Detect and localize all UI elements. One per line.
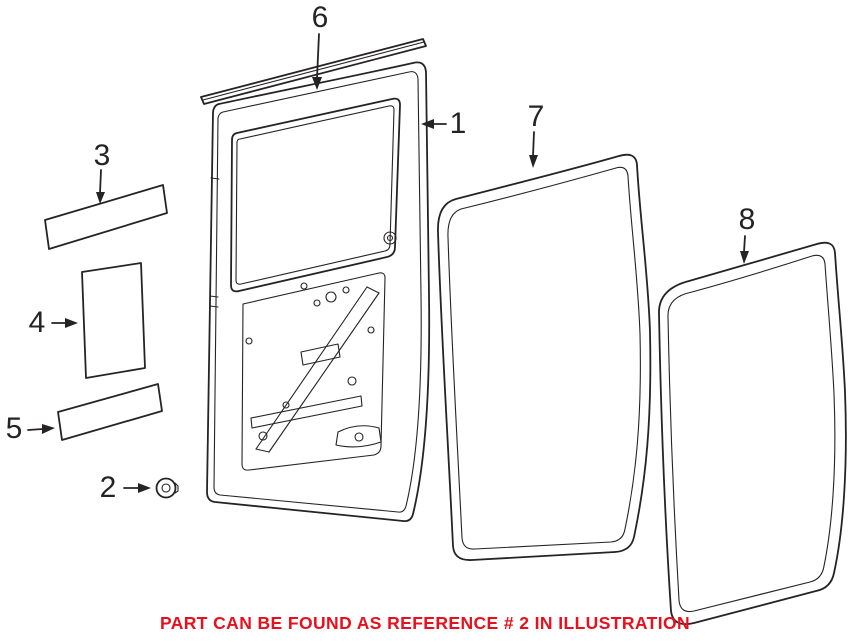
arrow-8 xyxy=(743,235,746,253)
callout-arrows xyxy=(27,33,749,493)
arrowhead-5 xyxy=(42,424,55,434)
reference-note: PART CAN BE FOUND AS REFERENCE # 2 IN IL… xyxy=(159,613,691,633)
arrowhead-2 xyxy=(138,483,151,493)
part-7-weatherstrip-seal xyxy=(437,153,652,561)
arrowhead-7 xyxy=(529,155,538,168)
callout-7: 7 xyxy=(527,100,545,133)
arrowhead-6 xyxy=(312,77,322,90)
part-2-plug-grommet xyxy=(155,477,179,499)
arrowhead-8 xyxy=(740,251,749,264)
part-5-tape-strip-lower xyxy=(57,383,163,441)
arrow-3 xyxy=(99,169,102,194)
callout-8: 8 xyxy=(738,203,756,236)
part-1-door-shell xyxy=(206,61,431,523)
callout-1: 1 xyxy=(449,107,467,140)
callout-4: 4 xyxy=(28,306,46,339)
part-8-weatherstrip-seal xyxy=(658,241,847,626)
arrow-7 xyxy=(532,131,535,157)
part-4-patch-pad xyxy=(81,262,146,379)
part-3-tape-strip-upper xyxy=(44,184,168,250)
callout-6: 6 xyxy=(311,1,329,34)
part-6-belt-molding xyxy=(200,38,427,105)
arrowhead-4 xyxy=(65,318,78,328)
arrow-5 xyxy=(27,428,44,431)
arrow-6 xyxy=(316,33,320,79)
callout-5: 5 xyxy=(5,412,23,445)
arrowhead-3 xyxy=(96,192,105,204)
callout-2: 2 xyxy=(99,471,117,504)
callout-3: 3 xyxy=(93,139,111,172)
arrowhead-1 xyxy=(421,119,434,129)
